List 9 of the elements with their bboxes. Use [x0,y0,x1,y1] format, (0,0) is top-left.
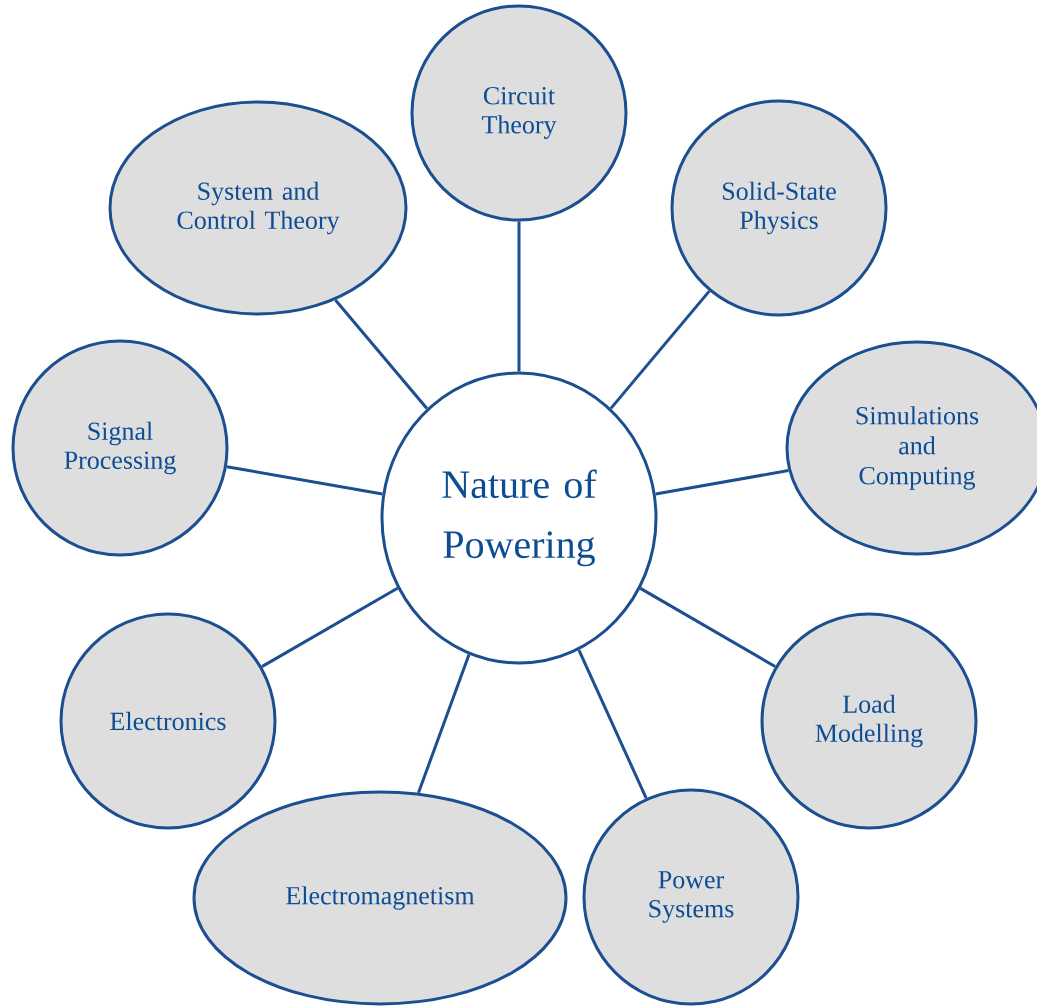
connector-line [334,298,429,410]
connector-line [417,654,471,794]
connector-line [577,649,648,799]
connector-line [517,221,521,372]
connector-line [261,586,399,668]
connector-line [609,290,711,410]
connector-line [639,587,776,668]
connector-line [226,465,383,496]
connector-line [655,469,789,496]
